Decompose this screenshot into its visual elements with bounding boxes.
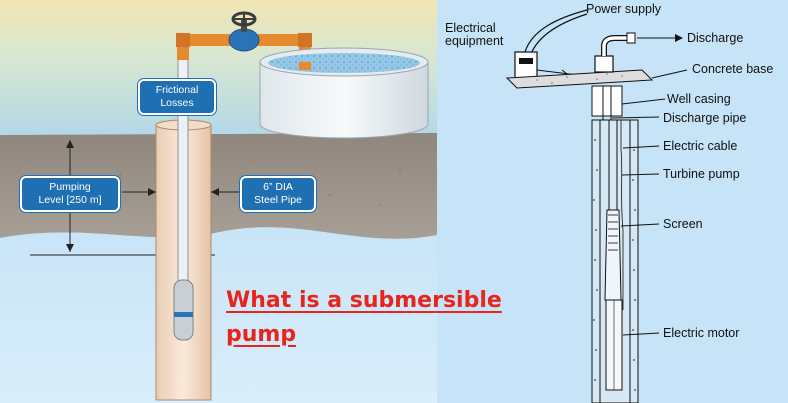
soil-layer: [0, 133, 437, 239]
valve-body: [228, 28, 260, 52]
pumping-level-label: Pumping Level [250 m]: [20, 176, 120, 212]
submersible-pump: [173, 279, 194, 341]
turbine-pump-label: Turbine pump: [663, 167, 740, 181]
groundwater-layer: [0, 227, 437, 403]
electric-motor-label: Electric motor: [663, 326, 740, 340]
technical-diagram-svg: [505, 9, 688, 403]
pipe-diameter-line2: Steel Pipe: [254, 194, 302, 206]
concrete-base: [505, 69, 654, 89]
electrical-equipment-label: Electrical equipment: [445, 22, 503, 48]
technical-diagram: Power supply Electrical equipment Discha…: [437, 0, 788, 403]
electrical-equipment-line1: Electrical: [445, 21, 496, 35]
well-illustration-svg: [0, 0, 437, 403]
electric-cable-line: [620, 120, 624, 310]
elbow-fitting-right: [298, 33, 312, 47]
electrical-equipment-line2: equipment: [445, 34, 504, 48]
pipe-diameter-label: 6” DIA Steel Pipe: [240, 176, 316, 212]
pump-band: [174, 312, 193, 317]
well-illustration: Frictional Losses Pumping Level [250 m] …: [0, 0, 437, 403]
pipe-diameter-line1: 6” DIA: [263, 181, 293, 193]
gravel-pack: [593, 139, 636, 391]
screen-slots: [608, 214, 618, 251]
frictional-losses-line1: Frictional: [155, 84, 199, 96]
discharge-head: [594, 55, 614, 73]
elbow-fitting-left: [176, 33, 190, 47]
pump-body: [604, 209, 622, 301]
pipe-to-valve: [198, 34, 230, 46]
riser-pipe: [177, 37, 189, 289]
power-cable-2: [530, 13, 588, 55]
headline-line2: pump: [226, 322, 297, 347]
discharge-pipe-label: Discharge pipe: [663, 111, 747, 125]
concrete-base-label: Concrete base: [692, 62, 774, 76]
frictional-losses-line2: Losses: [160, 97, 194, 109]
pipe-from-valve: [258, 34, 290, 46]
leader-lines: [561, 69, 688, 336]
pumping-level-line1: Pumping: [49, 181, 91, 193]
storage-tank: [259, 61, 429, 139]
well-casing-label: Well casing: [667, 92, 731, 106]
power-cable-1: [524, 9, 588, 53]
frictional-losses-label: Frictional Losses: [138, 79, 216, 115]
discharge-label: Discharge: [687, 31, 744, 45]
power-supply-label: Power supply: [586, 2, 662, 16]
headline-line1: What is a submersible: [226, 288, 502, 313]
concrete-texture: [536, 73, 623, 84]
screen-label: Screen: [663, 217, 703, 231]
electrical-equipment-box: [514, 51, 538, 79]
pumping-level-line2: Level [250 m]: [38, 194, 102, 206]
electric-cable-label: Electric cable: [663, 139, 738, 153]
headline-link[interactable]: What is a submersible pump: [226, 284, 586, 352]
